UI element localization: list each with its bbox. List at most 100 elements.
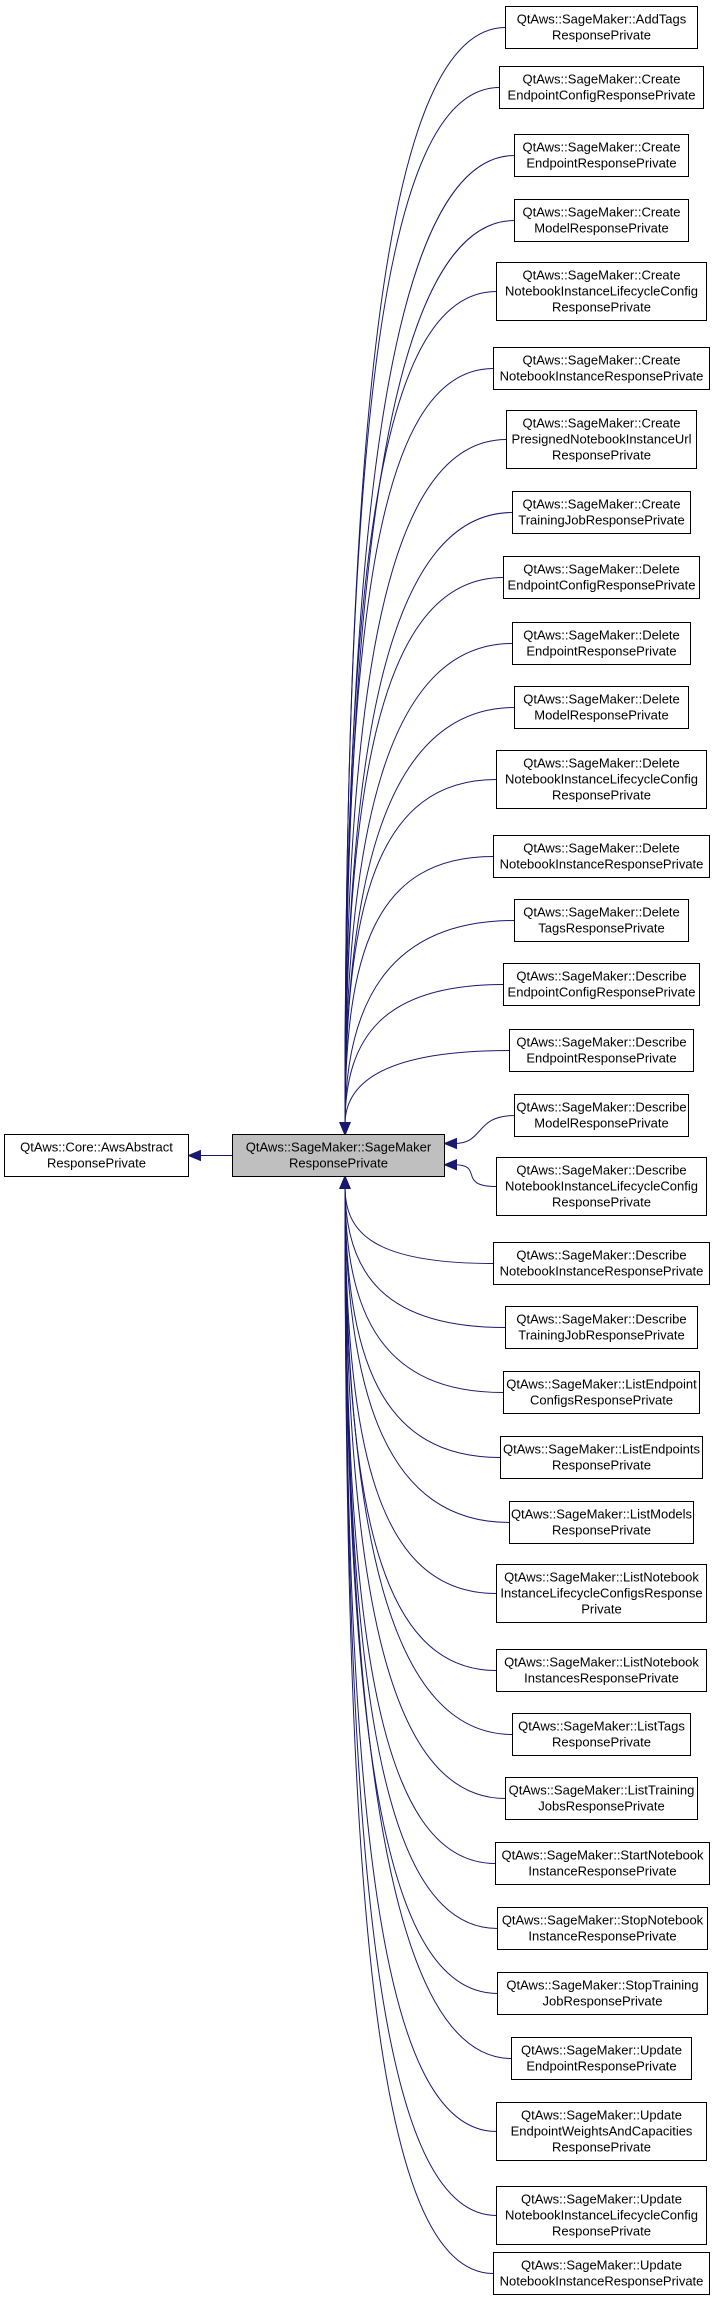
derived-class-node-label-line: EndpointWeightsAndCapacities: [511, 2124, 693, 2139]
derived-class-node-box: [514, 1094, 689, 1137]
derived-class-node-label-line: NotebookInstanceLifecycleConfig: [505, 2208, 698, 2223]
derived-class-node[interactable]: QtAws::SageMaker::ListEndpointsResponseP…: [500, 1436, 703, 1479]
derived-class-node-label-line: NotebookInstanceLifecycleConfig: [505, 772, 698, 787]
edge-derived-to-focus: [344, 1186, 512, 2059]
edge-derived-to-focus: [344, 643, 513, 1125]
arrowhead-focus: [443, 1159, 457, 1171]
derived-class-node-label-line: ModelResponsePrivate: [534, 1116, 668, 1131]
derived-class-node[interactable]: QtAws::SageMaker::UpdateEndpointWeightsA…: [496, 2102, 707, 2161]
derived-class-node-box: [503, 556, 700, 599]
derived-class-node-box: [493, 835, 710, 878]
derived-class-node[interactable]: QtAws::SageMaker::DescribeNotebookInstan…: [496, 1157, 707, 1216]
derived-class-node-label-line: QtAws::SageMaker::StopNotebook: [502, 1913, 704, 1928]
derived-class-node-box: [497, 1907, 708, 1950]
derived-class-node-box: [496, 1157, 707, 1216]
derived-class-node-box: [493, 2252, 710, 2295]
derived-class-node-label-line: QtAws::SageMaker::ListNotebook: [504, 1655, 699, 1670]
edge-derived-to-focus: [344, 577, 504, 1125]
edge-derived-to-focus: [344, 155, 515, 1125]
derived-class-node[interactable]: QtAws::SageMaker::StartNotebookInstanceR…: [495, 1842, 710, 1885]
derived-class-node[interactable]: QtAws::SageMaker::DescribeEndpointConfig…: [503, 963, 700, 1006]
derived-class-node-label-line: QtAws::SageMaker::AddTags: [517, 12, 687, 27]
focus-class-node-label-line: QtAws::SageMaker::SageMaker: [246, 1140, 432, 1155]
derived-class-node-box: [514, 199, 689, 242]
derived-class-node[interactable]: QtAws::SageMaker::CreateNotebookInstance…: [496, 262, 707, 321]
derived-class-node-label-line: QtAws::SageMaker::Create: [523, 497, 681, 512]
arrowhead-focus: [339, 1175, 351, 1189]
derived-class-node-label-line: TagsResponsePrivate: [538, 921, 664, 936]
derived-class-node-label-line: QtAws::SageMaker::StopTraining: [506, 1978, 698, 1993]
derived-class-node-label-line: ModelResponsePrivate: [534, 708, 668, 723]
derived-class-node[interactable]: QtAws::SageMaker::UpdateEndpointResponse…: [511, 2037, 692, 2080]
derived-class-node[interactable]: QtAws::SageMaker::ListModelsResponsePriv…: [509, 1501, 694, 1544]
derived-class-node[interactable]: QtAws::SageMaker::ListEndpointConfigsRes…: [503, 1371, 700, 1414]
focus-class-node-box: [232, 1134, 445, 1177]
derived-class-node[interactable]: QtAws::SageMaker::CreateTrainingJobRespo…: [512, 491, 691, 534]
focus-class-node-label-line: ResponsePrivate: [289, 1156, 388, 1171]
derived-class-node-label-line: ResponsePrivate: [552, 1523, 651, 1538]
derived-class-node-label-line: QtAws::SageMaker::Delete: [523, 841, 680, 856]
derived-class-node-box: [512, 1713, 691, 1756]
derived-class-node-label-line: QtAws::SageMaker::Create: [523, 72, 681, 87]
derived-class-node-box: [514, 686, 689, 729]
derived-class-node-box: [496, 262, 707, 321]
derived-class-node-label-line: NotebookInstanceResponsePrivate: [500, 2274, 704, 2289]
edge-derived-to-focus: [344, 1186, 510, 1523]
derived-class-node[interactable]: QtAws::SageMaker::CreateEndpointConfigRe…: [499, 66, 704, 109]
derived-class-node-label-line: QtAws::SageMaker::Create: [523, 353, 681, 368]
derived-class-node-label-line: QtAws::SageMaker::StartNotebook: [501, 1848, 704, 1863]
derived-class-node[interactable]: QtAws::SageMaker::StopTrainingJobRespons…: [497, 1972, 708, 2015]
derived-class-node-label-line: NotebookInstanceLifecycleConfig: [505, 284, 698, 299]
derived-class-node-label-line: EndpointConfigResponsePrivate: [508, 578, 696, 593]
derived-class-node-label-line: PresignedNotebookInstanceUrl: [512, 432, 692, 447]
derived-class-node[interactable]: QtAws::SageMaker::DeleteNotebookInstance…: [496, 750, 707, 809]
edge-derived-to-focus: [454, 1115, 515, 1144]
derived-class-node-label-line: QtAws::SageMaker::Delete: [523, 562, 680, 577]
derived-class-node[interactable]: QtAws::SageMaker::DescribeTrainingJobRes…: [505, 1306, 698, 1349]
derived-class-node-box: [505, 6, 698, 49]
derived-class-node-label-line: ResponsePrivate: [552, 788, 651, 803]
derived-class-node[interactable]: QtAws::SageMaker::DescribeEndpointRespon…: [509, 1029, 694, 1072]
derived-class-node-label-line: QtAws::SageMaker::Describe: [516, 1248, 686, 1263]
derived-class-node[interactable]: QtAws::SageMaker::StopNotebookInstanceRe…: [497, 1907, 708, 1950]
derived-class-node[interactable]: QtAws::SageMaker::ListTagsResponsePrivat…: [512, 1713, 691, 1756]
derived-class-node[interactable]: QtAws::SageMaker::ListNotebookInstanceLi…: [496, 1564, 707, 1623]
derived-class-node-label-line: QtAws::SageMaker::Describe: [516, 1100, 686, 1115]
derived-class-node-label-line: QtAws::SageMaker::Delete: [523, 628, 680, 643]
derived-class-node[interactable]: QtAws::SageMaker::DeleteNotebookInstance…: [493, 835, 710, 878]
edge-derived-to-focus: [344, 27, 506, 1125]
derived-class-node[interactable]: QtAws::SageMaker::DeleteModelResponsePri…: [514, 686, 689, 729]
derived-class-node-label-line: EndpointConfigResponsePrivate: [508, 985, 696, 1000]
derived-class-node[interactable]: QtAws::SageMaker::CreateModelResponsePri…: [514, 199, 689, 242]
derived-class-node[interactable]: QtAws::SageMaker::CreateEndpointResponse…: [514, 134, 689, 177]
focus-class-node[interactable]: QtAws::SageMaker::SageMakerResponsePriva…: [232, 1134, 445, 1177]
derived-class-node[interactable]: QtAws::SageMaker::CreatePresignedNoteboo…: [506, 410, 697, 469]
derived-class-node[interactable]: QtAws::SageMaker::DescribeNotebookInstan…: [493, 1242, 710, 1285]
derived-class-node-box: [496, 1564, 707, 1623]
derived-class-node[interactable]: QtAws::SageMaker::ListNotebookInstancesR…: [496, 1649, 707, 1692]
edge-derived-to-focus: [344, 368, 494, 1125]
derived-class-node[interactable]: QtAws::SageMaker::UpdateNotebookInstance…: [496, 2186, 707, 2245]
derived-class-node[interactable]: QtAws::SageMaker::DeleteEndpointConfigRe…: [503, 556, 700, 599]
derived-class-node-label-line: NotebookInstanceLifecycleConfig: [505, 1179, 698, 1194]
class-nodes: QtAws::Core::AwsAbstractResponsePrivateQ…: [4, 6, 710, 2295]
derived-class-node[interactable]: QtAws::SageMaker::DeleteTagsResponsePriv…: [514, 899, 689, 942]
edge-derived-to-focus: [344, 1186, 498, 1929]
edge-derived-to-focus: [344, 1186, 497, 1594]
edge-derived-to-focus: [344, 1186, 498, 1994]
derived-class-node-label-line: QtAws::SageMaker::Update: [521, 2043, 682, 2058]
derived-class-node-box: [512, 491, 691, 534]
derived-class-node-label-line: QtAws::SageMaker::Create: [523, 268, 681, 283]
derived-class-node-label-line: QtAws::SageMaker::Delete: [523, 756, 680, 771]
derived-class-node-label-line: Private: [581, 1602, 621, 1617]
derived-class-node[interactable]: QtAws::SageMaker::ListTrainingJobsRespon…: [505, 1777, 698, 1820]
derived-class-node[interactable]: QtAws::SageMaker::DeleteEndpointResponse…: [512, 622, 691, 665]
derived-class-node[interactable]: QtAws::SageMaker::UpdateNotebookInstance…: [493, 2252, 710, 2295]
derived-class-node-label-line: NotebookInstanceResponsePrivate: [500, 369, 704, 384]
derived-class-node-label-line: QtAws::SageMaker::ListModels: [511, 1507, 693, 1522]
derived-class-node[interactable]: QtAws::SageMaker::CreateNotebookInstance…: [493, 347, 710, 390]
derived-class-node-box: [495, 1842, 710, 1885]
derived-class-node[interactable]: QtAws::SageMaker::DescribeModelResponseP…: [514, 1094, 689, 1137]
